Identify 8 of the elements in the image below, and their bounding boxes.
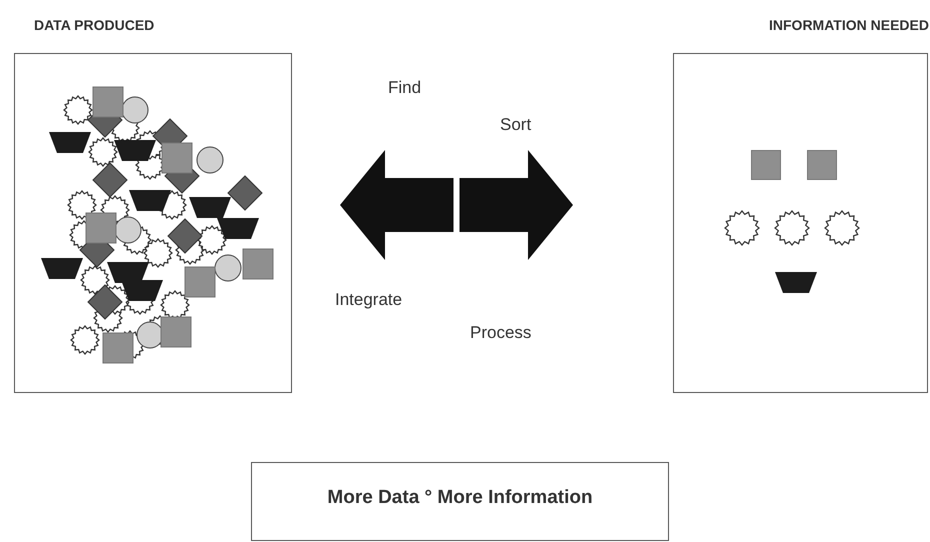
panel-heading: INFORMATION NEEDED (769, 17, 929, 33)
step-label: Integrate (335, 290, 402, 310)
step-label: Sort (500, 115, 532, 135)
panel-heading: DATA PRODUCED (34, 17, 154, 33)
statement-text: More Data ° More Information (326, 487, 594, 509)
step-label: Find (388, 78, 422, 98)
double-block-arrow (340, 150, 573, 260)
step-label: Process (470, 323, 532, 343)
